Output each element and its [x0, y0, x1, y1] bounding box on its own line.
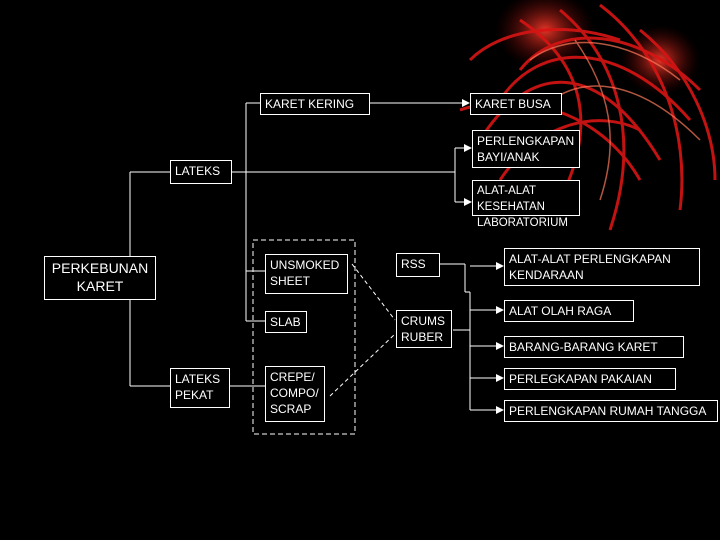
node-alat-kendaraan: ALAT-ALAT PERLENGKAPAN KENDARAAN [504, 248, 700, 286]
node-lateks-pekat: LATEKS PEKAT [170, 368, 230, 408]
node-karet-busa: KARET BUSA [470, 93, 562, 115]
node-alat-kesehatan: ALAT-ALAT KESEHATAN LABORATORIUM [472, 180, 580, 216]
node-perkebunan-karet: PERKEBUNAN KARET [44, 256, 156, 300]
node-unsmoked-sheet: UNSMOKED SHEET [265, 254, 348, 294]
node-barang-karet: BARANG-BARANG KARET [504, 336, 684, 358]
node-crums-ruber: CRUMS RUBER [396, 310, 452, 348]
node-crepe-compo-scrap: CREPE/ COMPO/ SCRAP [265, 366, 325, 422]
node-rss: RSS [396, 253, 440, 277]
node-perlengkapan-rumah-tangga: PERLENGKAPAN RUMAH TANGGA [504, 400, 718, 422]
node-slab: SLAB [265, 311, 307, 333]
node-perlengkapan-bayi: PERLENGKAPAN BAYI/ANAK [472, 130, 580, 168]
node-perlengkapan-pakaian: PERLEGKAPAN PAKAIAN [504, 368, 676, 390]
node-karet-kering: KARET KERING [260, 93, 370, 115]
node-alat-olah-raga: ALAT OLAH RAGA [504, 300, 634, 322]
node-lateks: LATEKS [170, 160, 232, 184]
